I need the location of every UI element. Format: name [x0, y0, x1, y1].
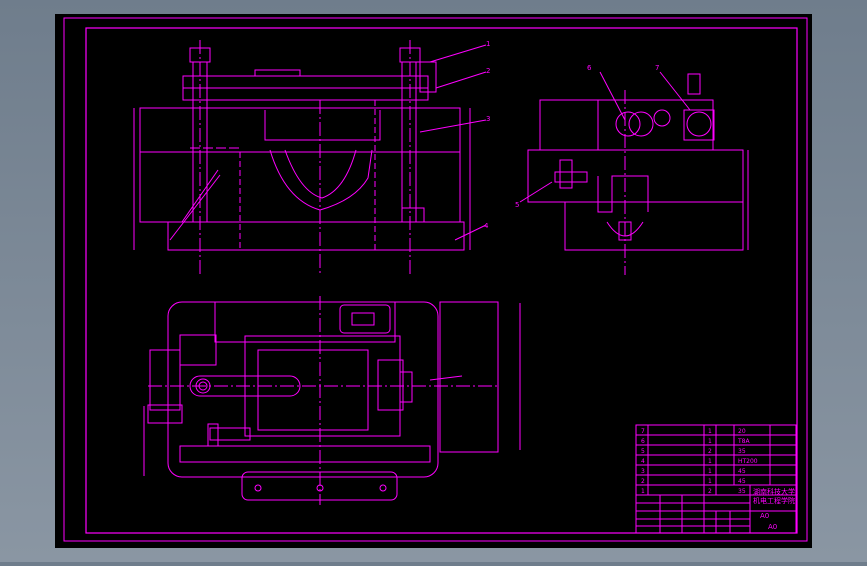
- bom-row-no: 3: [641, 468, 645, 475]
- balloon-4: 4: [484, 222, 489, 230]
- school-name: 湖南科技大学: [753, 487, 795, 496]
- bom-row-qty: 2: [708, 488, 712, 495]
- bom-row-qty: 1: [708, 428, 712, 435]
- bom-row-qty: 1: [708, 438, 712, 445]
- college-name: 机电工程学院: [753, 496, 795, 505]
- sheet-size-label: A0: [768, 523, 777, 531]
- bom-row-qty: 1: [708, 478, 712, 485]
- drawing-code: A0: [760, 512, 769, 520]
- leader-lines: [419, 44, 691, 241]
- balloon-7: 7: [655, 64, 659, 72]
- bom-row-qty: 1: [708, 458, 712, 465]
- bom-row-qty: 2: [708, 448, 712, 455]
- bom-row-material: 20: [738, 428, 746, 435]
- balloon-1: 1: [486, 40, 490, 48]
- bom-row-material: 35: [738, 488, 746, 495]
- balloon-3: 3: [486, 115, 490, 123]
- bom-row-material: 45: [738, 468, 746, 475]
- bom-table: 7 1 20 6 1 T8A 5 2 35 4 1 HT200 3 1 45 2…: [641, 428, 758, 495]
- bom-row-no: 7: [641, 428, 645, 435]
- bom-row-material: HT200: [738, 458, 758, 465]
- side-view: [527, 73, 749, 275]
- top-view: [143, 296, 521, 505]
- bom-row-no: 1: [641, 488, 645, 495]
- balloon-2: 2: [486, 67, 490, 75]
- title-block: [635, 424, 797, 534]
- drawing-sheet: [55, 14, 812, 548]
- bom-row-no: 2: [641, 478, 645, 485]
- bom-row-material: 45: [738, 478, 746, 485]
- bom-row-material: 35: [738, 448, 746, 455]
- outer-border: [63, 17, 808, 542]
- bom-row-no: 5: [641, 448, 645, 455]
- bom-row-qty: 1: [708, 468, 712, 475]
- bom-row-material: T8A: [737, 438, 750, 445]
- inner-border: [85, 27, 798, 534]
- front-view: [133, 40, 471, 275]
- balloon-6: 6: [587, 64, 592, 72]
- balloon-5: 5: [515, 201, 519, 209]
- bom-row-no: 6: [641, 438, 645, 445]
- bom-row-no: 4: [641, 458, 645, 465]
